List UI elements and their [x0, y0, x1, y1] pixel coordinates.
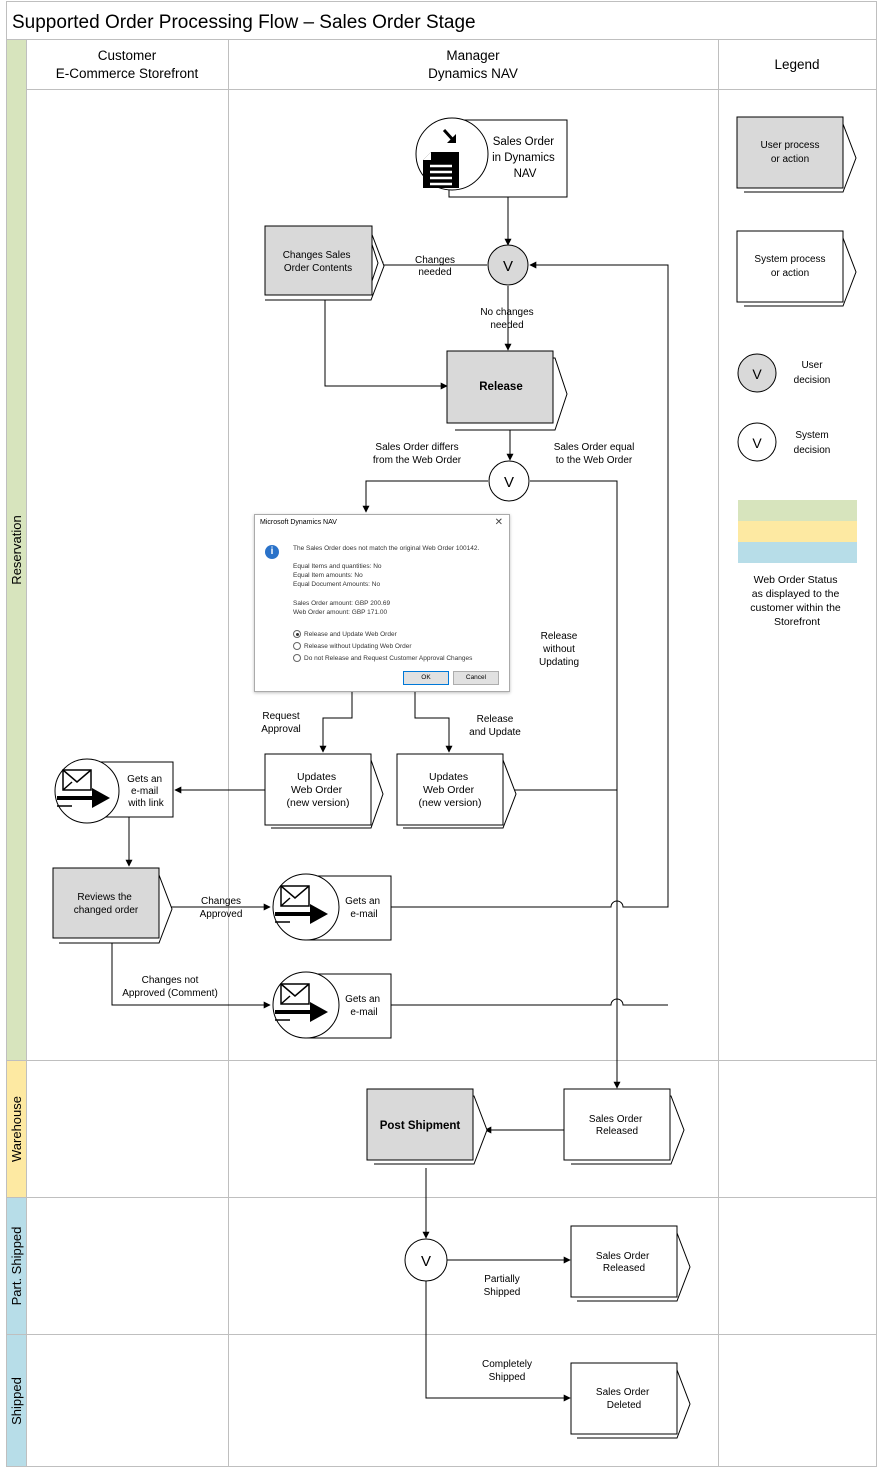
- lane-bar-warehouse: [7, 1061, 26, 1197]
- node-updates-web-order-release: Updates Web Order (new version): [396, 753, 517, 829]
- svg-text:Web Order Status as disp: Web Order Status as displayed to the cus…: [750, 574, 843, 628]
- node-release: Release: [446, 350, 568, 431]
- nav-mismatch-dialog: Microsoft Dynamics NAV ✕ i The Sales Ord…: [254, 514, 510, 692]
- node-gets-email-with-link: Gets an e-mail with link: [54, 758, 174, 824]
- svg-text:Gets an e-mail: Gets an e-mail: [345, 896, 383, 920]
- svg-text:Updates Web Order: Updates Web Order (new version): [418, 771, 481, 809]
- svg-text:Gets an e-mail wit: Gets an e-mail with link: [127, 774, 165, 809]
- info-icon: i: [265, 545, 279, 559]
- node-post-shipment: Post Shipment: [366, 1088, 488, 1165]
- lane-bar-reservation: [7, 40, 26, 1060]
- svg-text:V: V: [421, 1253, 431, 1270]
- node-manager-gets-email-approved: Gets an e-mail: [272, 873, 392, 941]
- page-title: Supported Order Processing Flow – Sales …: [12, 12, 476, 33]
- svg-text:Sales Order Deleted: Sales Order Deleted: [596, 1387, 652, 1411]
- email-send-icon: [57, 769, 110, 808]
- node-manager-gets-email-not-approved: Gets an e-mail: [272, 971, 392, 1039]
- dialog-check-amounts: Equal Item amounts: No: [293, 572, 363, 579]
- connectors: [111, 197, 669, 1402]
- svg-text:Changes Sales Order Cont: Changes Sales Order Contents: [283, 250, 354, 274]
- svg-text:Release: Release: [479, 381, 522, 393]
- legend-web-order-status: Web Order Status as displayed to the cus…: [738, 500, 857, 628]
- option-request-approval[interactable]: Do not Release and Request Customer Appr…: [293, 654, 472, 662]
- cancel-button[interactable]: Cancel: [453, 671, 499, 685]
- document-arrow-icon: [423, 128, 459, 188]
- lane-label-shipped: Shipped: [9, 1377, 24, 1425]
- dialog-web-amount: Web Order amount: GBP 171.00: [293, 609, 388, 616]
- svg-text:Reviews the changed orde: Reviews the changed order: [74, 892, 139, 916]
- column-header-manager-role: Manager: [446, 48, 500, 63]
- column-header-customer-role: Customer: [98, 48, 157, 63]
- dialog-check-items: Equal Items and quantities: No: [293, 563, 382, 570]
- dialog-sales-amount: Sales Order amount: GBP 200.69: [293, 600, 391, 607]
- node-sales-order-in-nav: Sales Order in Dynamics NAV: [415, 117, 568, 198]
- option-release-no-update[interactable]: Release without Updating Web Order: [293, 642, 412, 650]
- svg-text:Post Shipment: Post Shipment: [380, 1120, 461, 1132]
- user-decision-changes-needed: V: [487, 244, 529, 286]
- svg-text:V: V: [752, 366, 762, 382]
- lane-bar-part-shipped: [7, 1198, 26, 1334]
- svg-text:V: V: [503, 258, 513, 275]
- svg-text:Sales Order Released: Sales Order Released: [589, 1114, 645, 1137]
- node-updates-web-order-request: Updates Web Order (new version): [264, 753, 384, 829]
- ok-button[interactable]: OK: [403, 671, 449, 685]
- svg-text:V: V: [504, 474, 514, 491]
- node-sales-order-released-part-shipped: Sales Order Released: [570, 1225, 691, 1302]
- radio-icon: [293, 630, 301, 638]
- lane-label-warehouse: Warehouse: [9, 1096, 24, 1162]
- node-reviews-changed-order: Reviews the changed order: [52, 867, 173, 944]
- lane-label-reservation: Reservation: [9, 515, 24, 584]
- swimlane-grid: [6, 1, 877, 1467]
- close-icon[interactable]: ✕: [494, 517, 503, 528]
- option-release-update[interactable]: Release and Update Web Order: [293, 630, 397, 638]
- svg-text:Sales Order Released: Sales Order Released: [596, 1251, 652, 1274]
- node-sales-order-deleted: Sales Order Deleted: [570, 1362, 691, 1439]
- column-header-manager-system: Dynamics NAV: [428, 66, 518, 81]
- svg-text:Gets an e-mail: Gets an e-mail: [345, 994, 383, 1018]
- system-decision-compare-orders: V: [488, 460, 530, 502]
- svg-text:Sales Order in Dynamics: Sales Order in Dynamics NAV: [492, 136, 558, 180]
- node-sales-order-released-warehouse: Sales Order Released: [563, 1088, 685, 1165]
- radio-icon: [293, 642, 301, 650]
- lane-label-part-shipped: Part. Shipped: [9, 1227, 24, 1306]
- email-send-icon: [275, 983, 328, 1022]
- dialog-title: Microsoft Dynamics NAV: [260, 519, 337, 526]
- dialog-check-document: Equal Document Amounts: No: [293, 581, 381, 588]
- lane-bar-shipped: [7, 1335, 26, 1466]
- column-header-customer-system: E-Commerce Storefront: [56, 66, 199, 81]
- radio-icon: [293, 654, 301, 662]
- email-send-icon: [275, 885, 328, 924]
- system-decision-shipment: V: [404, 1238, 448, 1282]
- column-header-legend: Legend: [774, 57, 819, 72]
- svg-text:Updates Web Order: Updates Web Order (new version): [286, 771, 349, 809]
- svg-text:V: V: [752, 435, 762, 451]
- node-changes-sales-order-contents: Changes Sales Order Contents: [264, 225, 385, 301]
- dialog-message: The Sales Order does not match the origi…: [293, 545, 480, 552]
